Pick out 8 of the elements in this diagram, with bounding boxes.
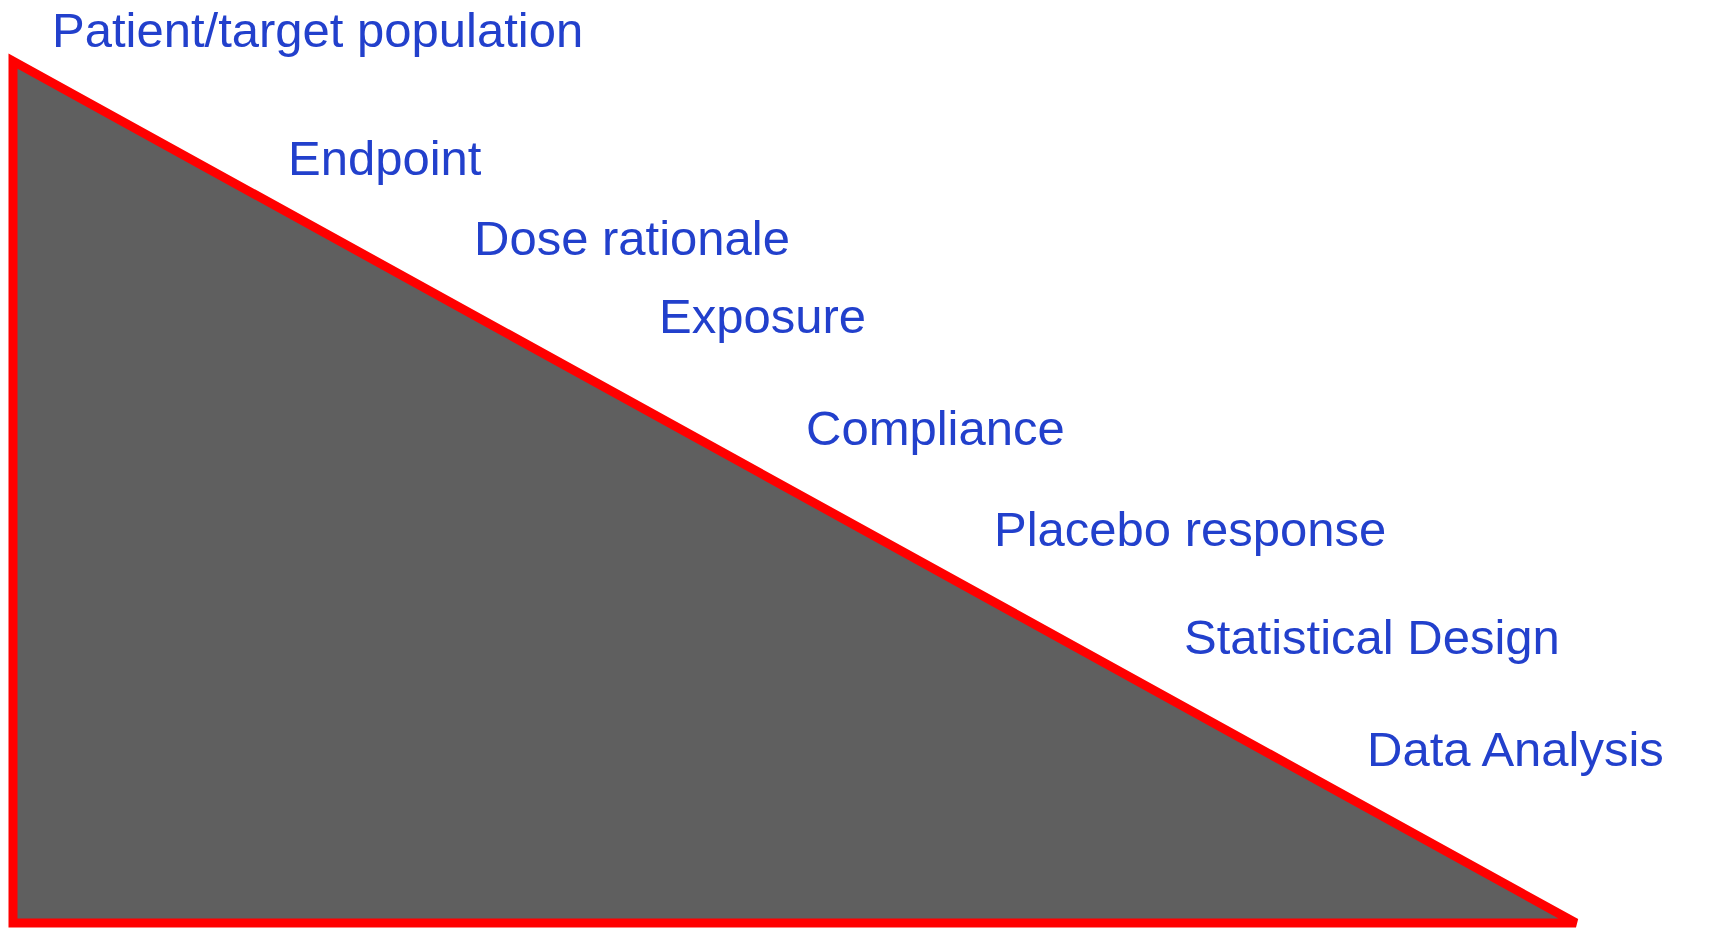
label-text: Endpoint [288, 132, 482, 186]
label-text: Dose rationale [474, 212, 790, 266]
label-text: Placebo response [994, 503, 1387, 557]
label-text: Patient/target population [52, 4, 584, 58]
label-text: Exposure [659, 290, 866, 344]
label-text: Statistical Design [1184, 611, 1560, 665]
label-text: Data Analysis [1367, 723, 1664, 777]
label-text: Compliance [806, 402, 1065, 456]
